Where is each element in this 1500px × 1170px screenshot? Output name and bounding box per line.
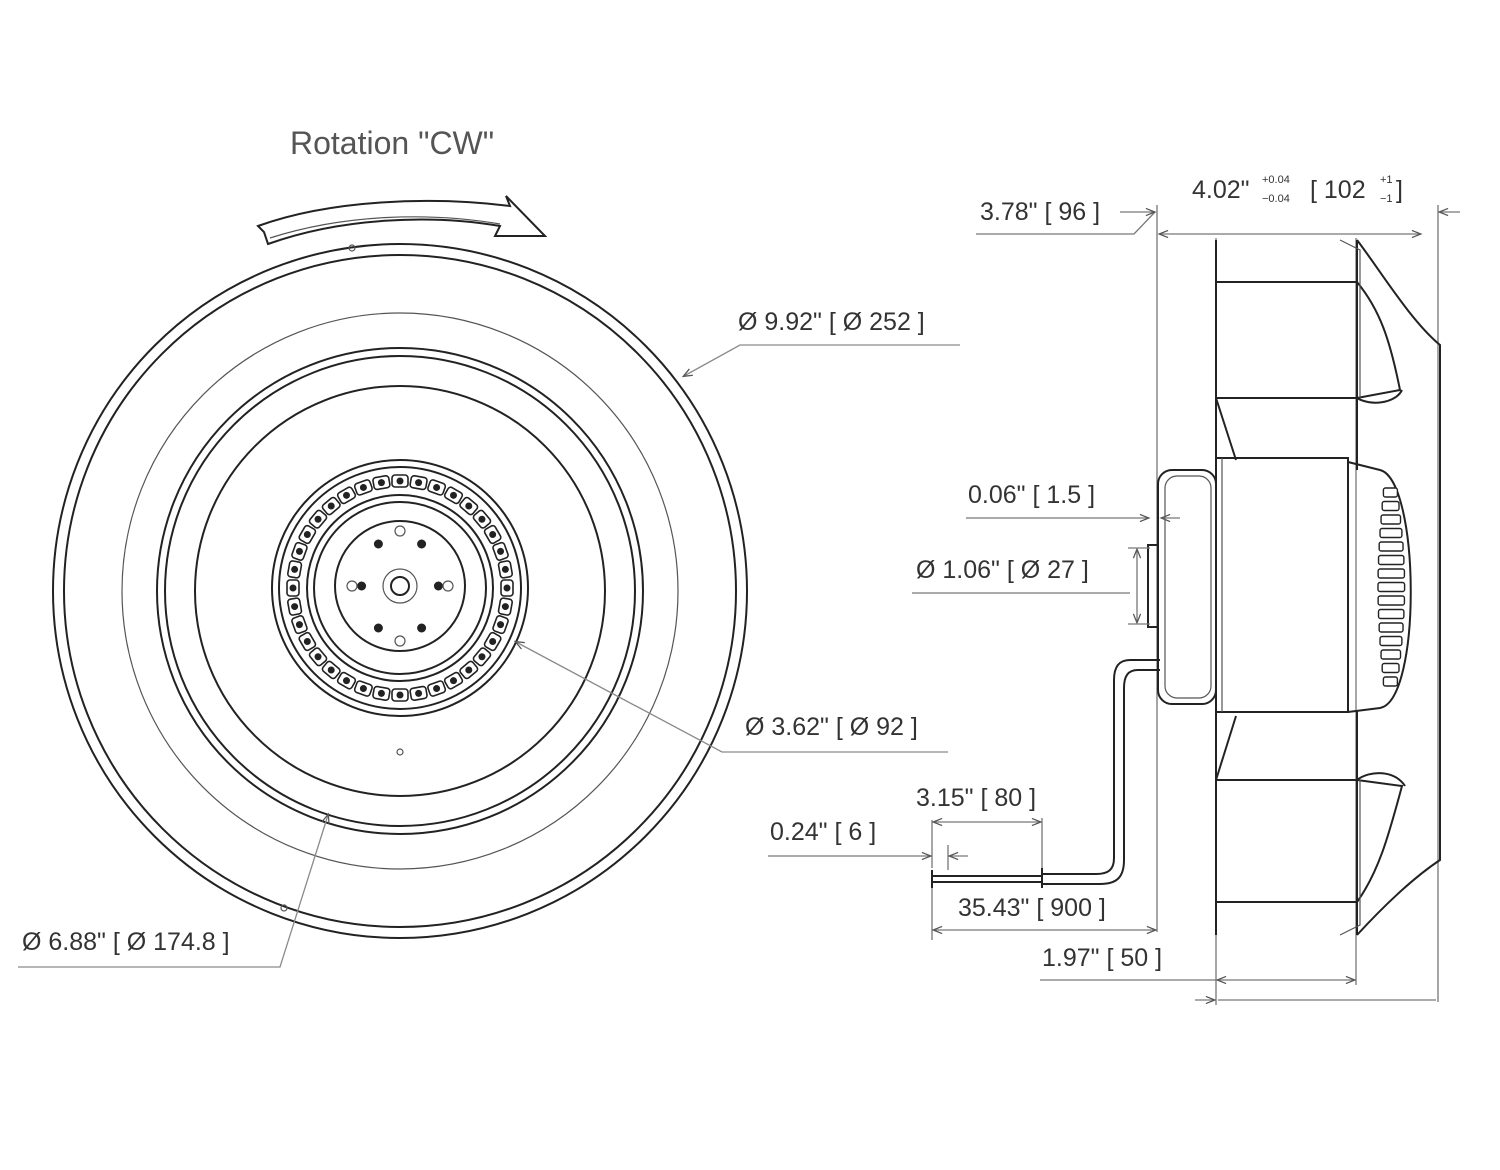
rotation-arrow-icon [256, 195, 548, 246]
cooling-slot-dot [465, 666, 473, 674]
hub-hole [357, 581, 367, 591]
cooling-slot-dot [497, 621, 505, 629]
side-view [931, 205, 1441, 1005]
motor-fin [1377, 595, 1406, 606]
inlet-depth-label: 1.97" [ 50 ] [1042, 944, 1162, 972]
cooling-slot-dot [303, 531, 311, 538]
front-dimension-leaders [18, 344, 960, 968]
depth-102-mm-plus: +1 [1380, 174, 1393, 186]
cooling-slot-dot [433, 685, 441, 693]
motor-fin [1380, 649, 1402, 660]
cooling-slot-dot [343, 491, 350, 499]
depth-102-mm-minus: −1 [1380, 193, 1393, 205]
front-view [52, 243, 748, 939]
cooling-slot-dot [415, 479, 423, 487]
cooling-slot-dot [497, 547, 505, 555]
motor-fin [1378, 622, 1404, 633]
cooling-slot-dot [314, 515, 322, 523]
cooling-slot-dot [489, 638, 497, 645]
wire-end-label: 0.24" [ 6 ] [770, 818, 876, 846]
cooling-slot-dot [295, 621, 303, 629]
cable [931, 659, 1160, 888]
cooling-slot-dot [396, 477, 404, 485]
hub-hole [433, 581, 443, 591]
depth-102-mm-label: [ 102 [1310, 176, 1366, 204]
cooling-slot-dot [289, 584, 297, 592]
hub-hole [373, 539, 383, 549]
motor-fin [1377, 554, 1405, 566]
cooling-slot-dot [396, 691, 404, 699]
rotation-title: Rotation "CW" [290, 125, 494, 161]
cooling-slot-dot [501, 565, 509, 573]
motor-fin [1382, 487, 1399, 498]
cooling-slot-dot [343, 677, 350, 685]
cooling-slot-dot [291, 603, 299, 611]
cooling-slot-dot [327, 502, 335, 510]
cooling-slot-dot [291, 565, 299, 573]
hub-hole [373, 623, 383, 633]
cooling-slot-dot [314, 653, 322, 661]
motor-fin [1378, 541, 1404, 552]
depth-102-tol-plus: +0.04 [1262, 174, 1290, 186]
depth-102-label: 4.02" [1192, 176, 1250, 204]
hub-mounting-holes [357, 539, 443, 633]
cooling-slot-dot [503, 584, 511, 592]
hub-hole [417, 539, 427, 549]
cable-length-label: 35.43" [ 900 ] [958, 894, 1106, 922]
motor-fin [1382, 676, 1399, 687]
cooling-slots [286, 474, 514, 702]
cooling-slot-dot [433, 483, 441, 491]
cooling-slot-dot [501, 603, 509, 611]
motor-fin [1381, 662, 1400, 674]
motor-fin [1379, 635, 1403, 647]
hub-hole [417, 623, 427, 633]
cooling-slot-dot [359, 685, 367, 693]
side-dimension-lines [768, 207, 1460, 1005]
gap-label: 0.06" [ 1.5 ] [968, 481, 1095, 509]
cooling-slot-dot [303, 638, 311, 645]
cooling-slot-dot [478, 653, 486, 661]
shaft-diameter-label: Ø 1.06" [ Ø 27 ] [916, 556, 1089, 584]
outer-diameter-label: Ø 9.92" [ Ø 252 ] [738, 308, 925, 336]
motor-cooling-fins [1377, 487, 1406, 687]
cooling-slot-dot [377, 479, 385, 487]
cooling-slot-dot [327, 666, 335, 674]
motor-fin [1377, 568, 1406, 579]
cooling-slot-dot [478, 515, 486, 523]
motor-fin [1377, 581, 1406, 593]
inlet-diameter-label: Ø 6.88" [ Ø 174.8 ] [22, 928, 230, 956]
depth-102-close: ] [1396, 176, 1403, 204]
cooling-slot-dot [489, 531, 497, 538]
cooling-slot-dot [450, 491, 457, 499]
cooling-slot-dot [465, 502, 473, 510]
cooling-slot-dot [359, 483, 367, 491]
cooling-slot-dot [295, 547, 303, 555]
motor-fin [1381, 500, 1400, 512]
depth-96-label: 3.78" [ 96 ] [980, 198, 1100, 226]
cooling-slot-dot [415, 689, 423, 697]
depth-102-tol-minus: −0.04 [1262, 193, 1290, 205]
motor-body [1147, 457, 1412, 713]
motor-fin [1377, 608, 1405, 620]
motor-fin [1379, 527, 1403, 539]
cooling-slot-dot [377, 689, 385, 697]
strip-length-label: 3.15" [ 80 ] [916, 784, 1036, 812]
rotor-diameter-label: Ø 3.62" [ Ø 92 ] [745, 713, 918, 741]
rotor-hub [271, 459, 529, 717]
motor-fin [1380, 514, 1402, 525]
cooling-slot-dot [450, 677, 457, 685]
